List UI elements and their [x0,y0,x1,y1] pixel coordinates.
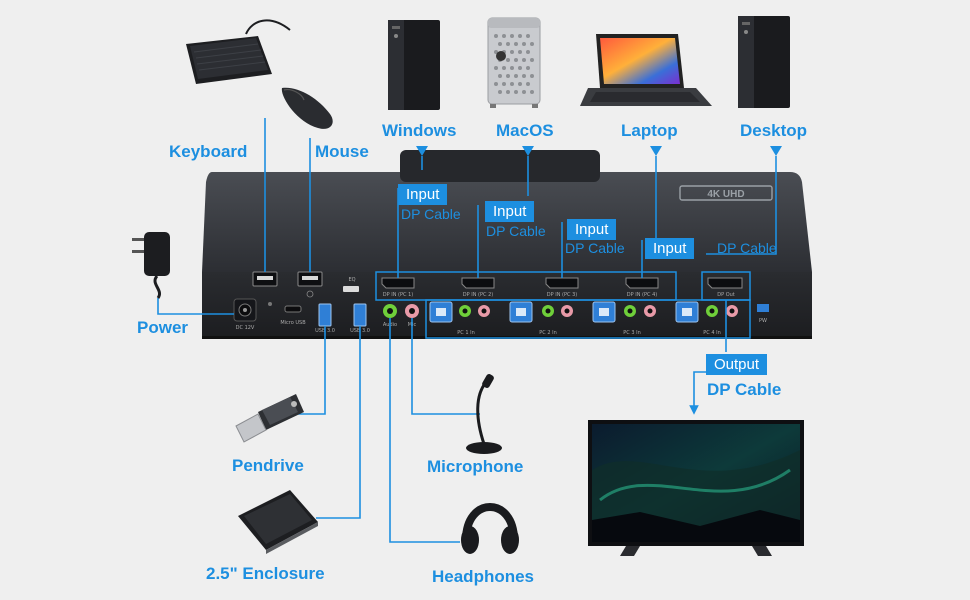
enclosure-line [316,326,361,519]
uhd-logo: 4K UHD [679,185,773,201]
dp-in-3-port: DP IN (PC 3) [545,277,579,298]
dp-cable-output: DP Cable [707,380,782,399]
eq-label: EQ [348,277,355,283]
pw-label: PW [759,318,767,324]
pendrive-label: Pendrive [232,456,304,475]
pc-4-in-label: PC 4 In [703,330,721,336]
windows-arrow [416,146,428,156]
enclosure-label: 2.5" Enclosure [206,564,325,583]
keyboard-icon [186,19,291,84]
micro-usb-port: Micro USB [280,305,306,326]
down-arrow-markers [416,146,782,156]
kvm-top-handle [400,150,600,182]
headphones-icon [461,503,519,554]
power-switch: PW [757,304,769,324]
power-label: Power [137,318,189,337]
kvm-top-surface [202,172,812,272]
dp-in-2-port: DP IN (PC 2) [461,277,495,298]
power-line [157,298,234,315]
mouse-label: Mouse [315,142,369,161]
pc-3-in-label: PC 3 In [623,330,641,336]
keyboard-usb-port [252,271,278,287]
dc-port: DC 12V [233,298,257,331]
mouse-icon [281,87,333,129]
dp-cable-macos: DP Cable [486,223,546,239]
uhd-logo-text: 4K UHD [707,189,744,200]
dp-in-1-label: DP IN (PC 1) [383,292,413,298]
pc-2-ports: PC 2 In [509,301,573,336]
desktop-pc-icon [738,16,790,108]
mouse-usb-port [297,271,323,298]
pendrive-icon [235,394,304,443]
output-arrow-line [689,371,706,415]
dc-port-label: DC 12V [236,325,255,331]
microphone-line [411,318,480,415]
dp-in-4-port: DP IN (PC 4) [625,277,659,298]
pc-4-ports: PC 4 In [675,301,738,336]
headphones-line [389,318,460,543]
power-adapter-icon [132,232,170,299]
macos-label: MacOS [496,121,554,140]
microphone-label: Microphone [427,457,524,476]
windows-label: Windows [382,121,457,140]
desktop-top-line [706,170,777,255]
dp-in-2-label: DP IN (PC 2) [463,292,493,298]
micro-usb-label: Micro USB [280,320,306,326]
input-tag-macos: Input [485,201,535,222]
mac-pro-icon [487,17,541,108]
pc-1-in-label: PC 1 In [457,330,475,336]
connection-lines [157,118,777,543]
input-tag-laptop: Input [567,219,617,240]
reset-hole [268,302,272,306]
laptop-label: Laptop [621,121,678,140]
windows-pc-icon [388,20,440,110]
headphones-label: Headphones [432,567,535,586]
laptop-arrow [650,146,662,156]
input-tag-desktop: Input [645,238,695,259]
dp-cable-windows: DP Cable [401,206,461,222]
eq-switch: EQ [343,277,359,292]
keyboard-label: Keyboard [169,142,248,161]
laptop-icon [580,34,712,106]
dp-out-label: DP Out [717,292,735,298]
dp-cable-desktop: DP Cable [717,240,777,256]
enclosure-icon [238,490,318,554]
desktop-label: Desktop [740,121,808,140]
dp-in-1-port: DP IN (PC 1) [381,277,415,298]
macos-arrow [522,146,534,156]
pc-2-in-label: PC 2 In [539,330,557,336]
input-tag-windows: Input [398,184,448,205]
kvm-switch: 4K UHD DC 12V Micro USB USB 3.0 [202,150,812,339]
pc-1-ports: PC 1 In [429,301,490,336]
microphone-icon [466,374,502,454]
tv-monitor-icon [588,420,804,556]
dp-cable-laptop: DP Cable [565,240,625,256]
dp-in-3-label: DP IN (PC 3) [547,292,577,298]
pc-3-ports: PC 3 In [592,301,656,336]
output-tag: Output [706,354,768,375]
desktop-arrow [770,146,782,156]
pendrive-line [298,326,326,415]
dp-in-4-label: DP IN (PC 4) [627,292,657,298]
pc-usb-audio-group [425,299,751,339]
